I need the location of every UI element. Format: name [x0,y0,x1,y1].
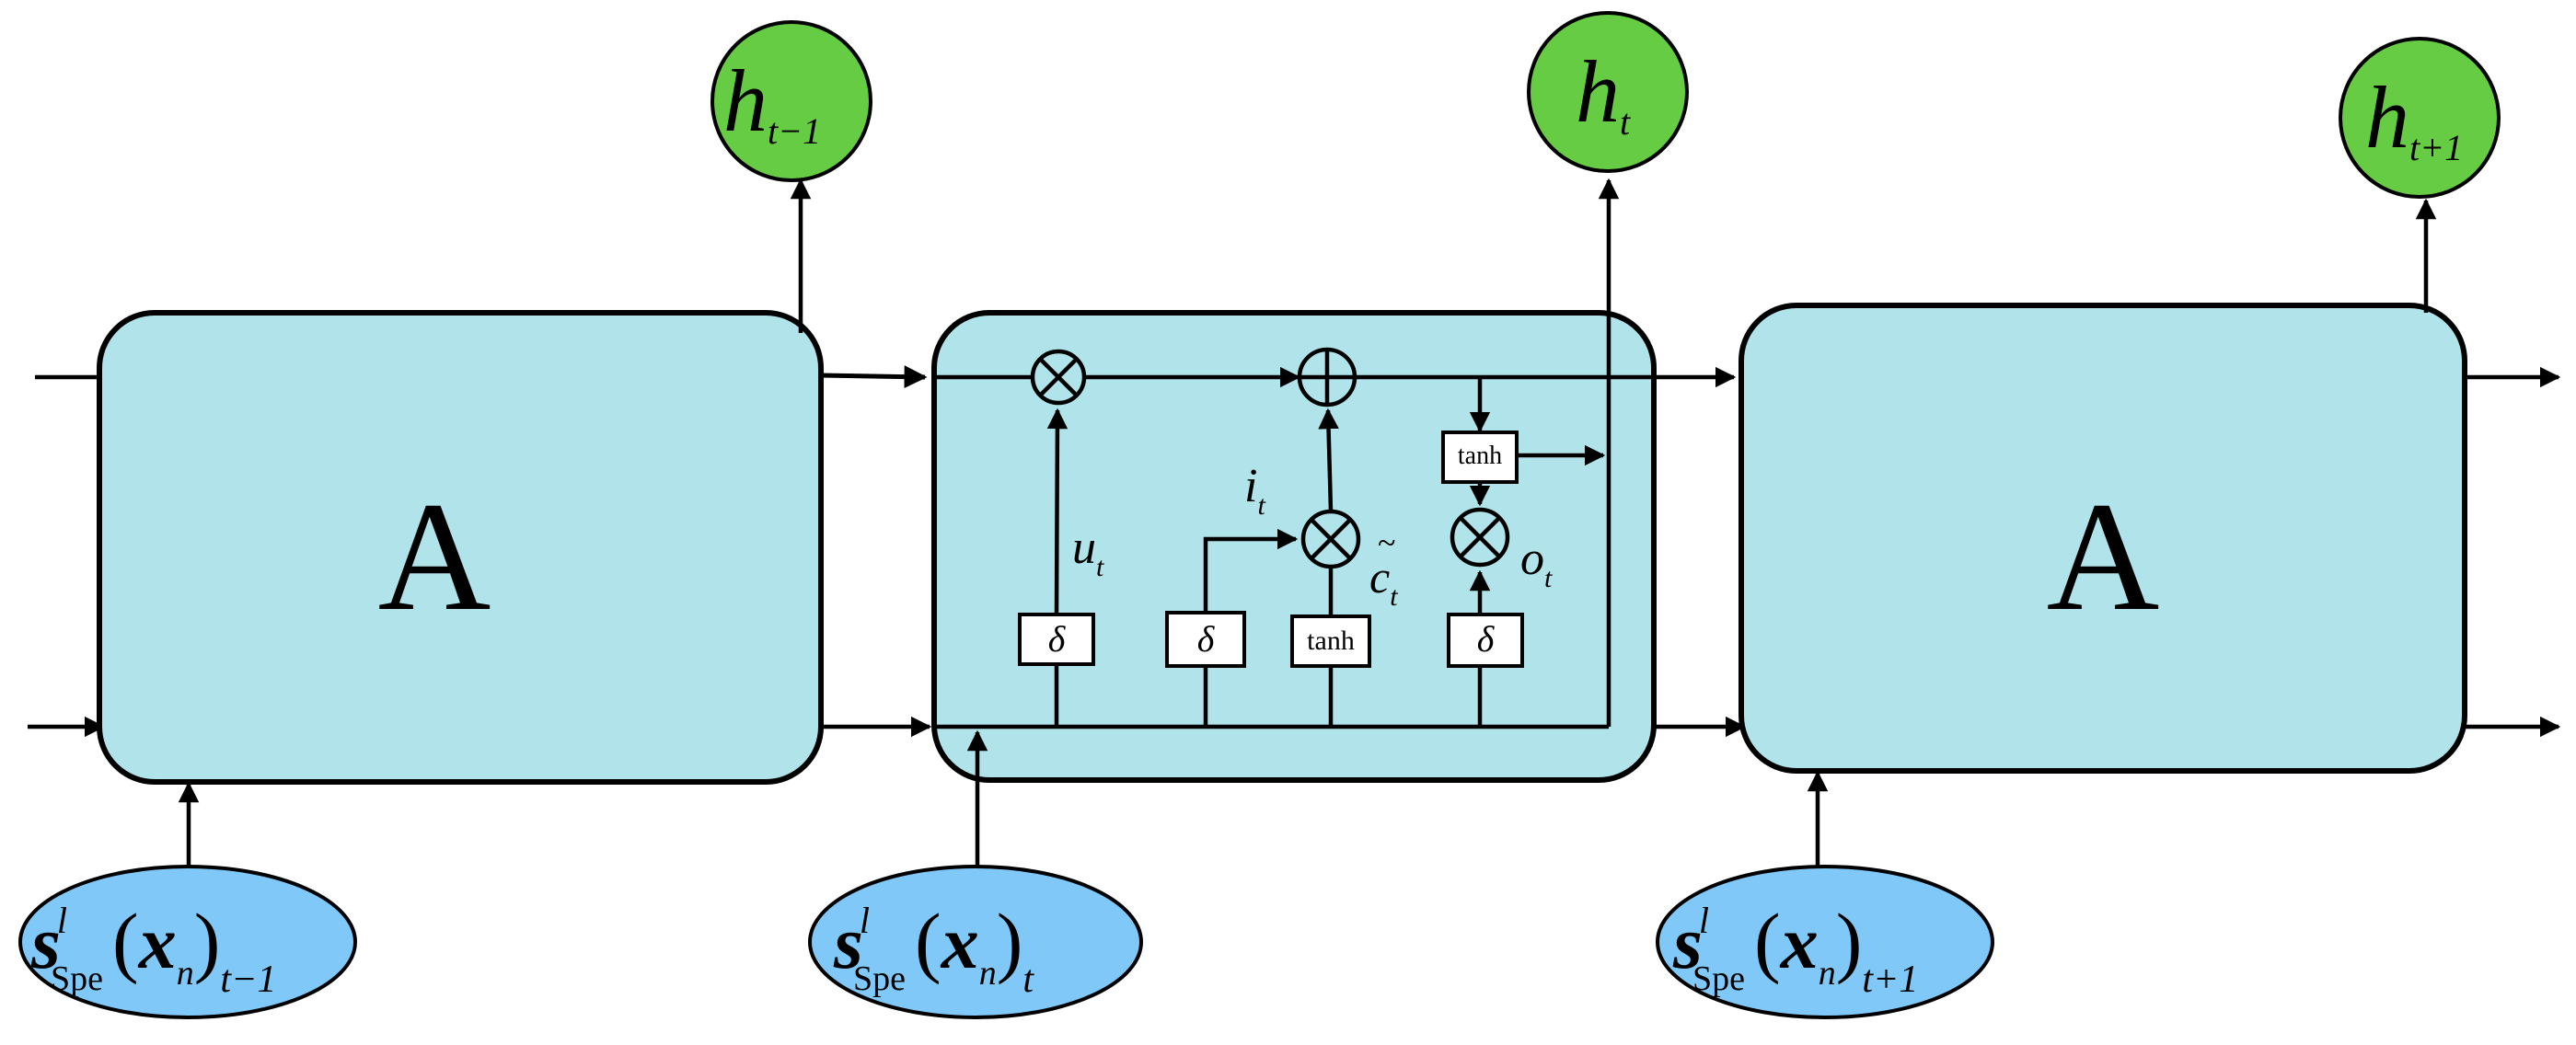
add-op [1297,347,1357,408]
i-gate-output-arrow [1203,528,1299,613]
u-t-label: ut [1072,522,1104,582]
input-multiply-to-add-arrow [1318,408,1339,512]
o-t-label: ot [1520,533,1553,593]
c-tilde-t-label: ct [1369,551,1398,612]
svg-text:ht−1: ht−1 [723,52,821,152]
output-multiply-op [1450,507,1510,568]
forget-multiply-op [1030,349,1087,406]
output-node-h-t-plus-1: ht+1 [2339,37,2501,199]
cell-right: A [1654,303,2561,774]
svg-text:ht: ht [1576,42,1631,143]
u-gate-box [1018,613,1095,666]
cell-center: δ ut δ it tanh ct ~ δ ot [820,178,1737,783]
c-tilde-accent: ~ [1378,524,1395,561]
u-gate-label: δ [1048,618,1067,660]
i-t-label: it [1244,460,1265,521]
o-gate-label: δ [1477,618,1496,660]
left-cell-box [97,310,824,785]
right-cell-label: A [2047,470,2160,643]
left-cell-label: A [378,470,491,643]
output-node-h-t-minus-1: ht−1 [710,20,872,182]
c-gate-label: tanh [1307,626,1355,656]
svg-text:ht+1: ht+1 [2365,68,2463,168]
cell-left: A [28,310,824,785]
output-tanh-label: tanh [1458,442,1502,470]
center-cell-state-in-arrow [820,365,928,389]
input-multiply-op [1300,509,1361,569]
i-gate-label: δ [1197,618,1216,660]
right-cell-box [1739,303,2467,774]
output-node-h-t: ht [1527,11,1689,173]
o-gate-box [1447,613,1524,668]
